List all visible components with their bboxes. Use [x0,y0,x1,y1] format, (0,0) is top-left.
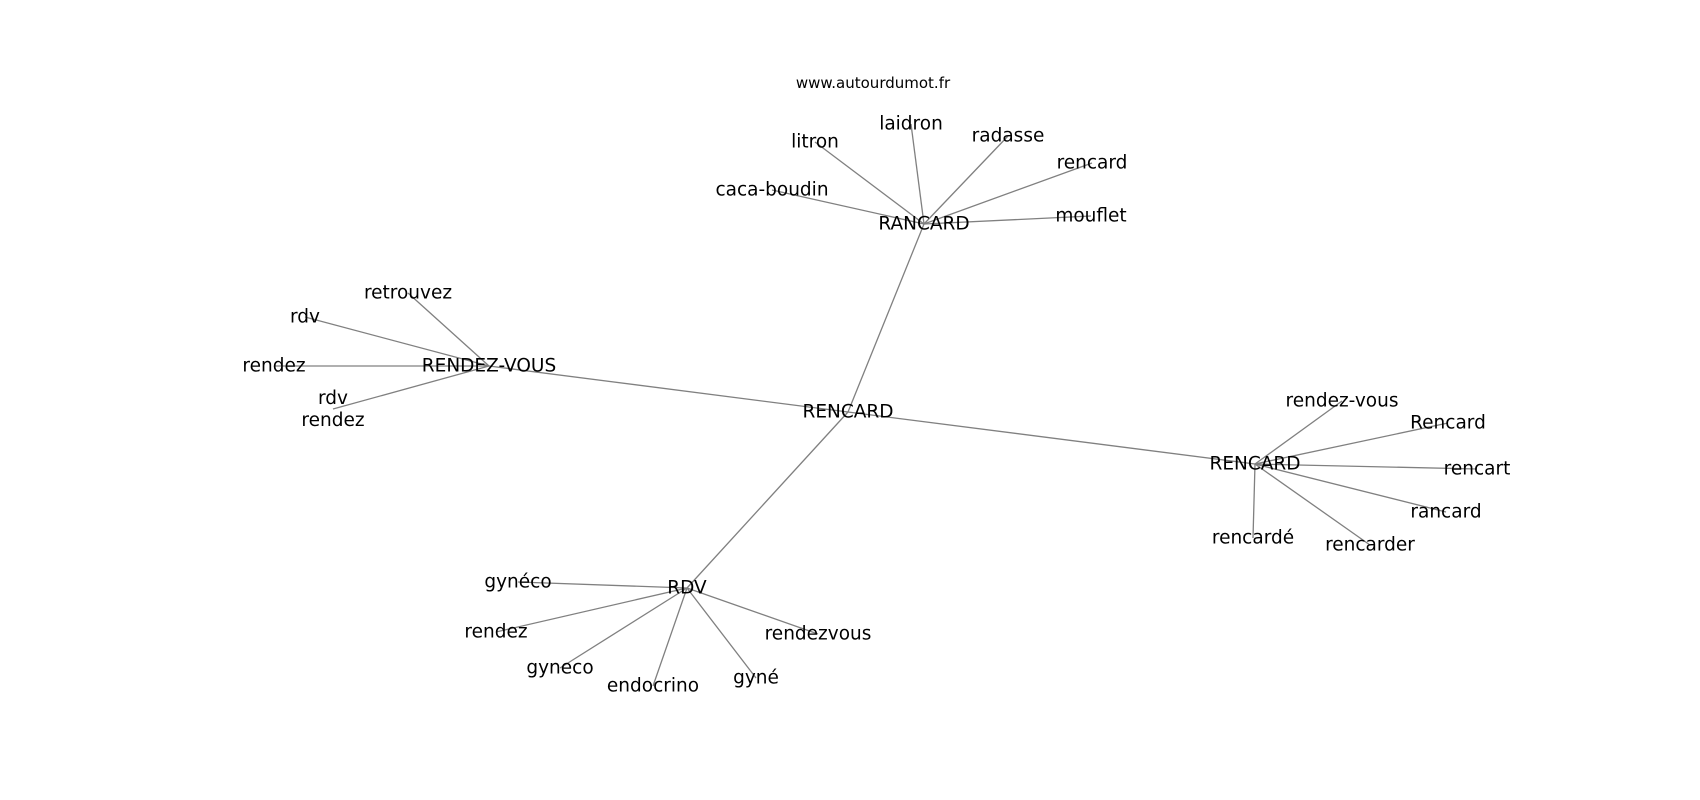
edge-center-to-rendez-vous [488,365,849,413]
edge-rencard-right-to-rencarde [1252,463,1256,539]
leaf-node-laidron: laidron [879,114,943,135]
edge-rencard-right-to-rendez-vous [1254,400,1343,465]
edge-rancard-to-laidron [910,123,925,225]
leaf-node-rencarde: rencardé [1212,528,1294,549]
leaf-node-mouflet: mouflet [1055,206,1126,227]
edge-center-to-rencard-right [847,411,1256,465]
edge-rdv-to-endocrino [652,587,688,687]
leaf-node-rendez: rendez [242,356,305,377]
edge-rancard-to-radasse [923,135,1009,225]
hub-node-rendez-vous: RENDEZ-VOUS [422,356,556,377]
leaf-node-rencard: rencard [1057,153,1128,174]
leaf-node-litron: litron [791,132,839,153]
edge-rencard-right-to-rancard [1254,463,1447,513]
graph-edges [274,123,1478,687]
edge-rencard-right-to-rencard [1254,422,1449,465]
hub-node-rencard-right: RENCARD [1209,454,1300,475]
edge-rancard-to-caca-boudin [771,189,925,225]
edge-center-to-rdv [686,411,849,589]
leaf-node-caca-boudin: caca-boudin [715,180,828,201]
leaf-node-endocrino: endocrino [607,676,699,697]
edge-rendez-vous-to-retrouvez [407,292,490,367]
leaf-node-gyne: gyné [733,668,779,689]
source-watermark: www.autourdumot.fr [796,74,951,92]
leaf-node-rendezvous: rendezvous [765,624,872,645]
edge-rdv-to-gyne [686,587,757,679]
leaf-node-gyneco: gyneco [526,658,593,679]
hub-node-rdv: RDV [667,578,707,599]
leaf-node-rendez: rendez [464,622,527,643]
edge-rancard-to-litron [814,141,925,225]
leaf-node-retrouvez: retrouvez [364,283,452,304]
edge-center-to-rancard [847,223,925,413]
leaf-node-rendez-vous: rendez-vous [1286,391,1399,412]
edge-rdv-to-rendez [495,587,688,633]
edge-rdv-to-gyneco [517,581,688,589]
edge-rdv-to-gyneco [559,587,688,669]
hub-node-rancard: RANCARD [878,214,969,235]
edge-rencard-right-to-rencart [1254,463,1478,470]
leaf-node-rencarder: rencarder [1325,535,1415,556]
edge-rendez-vous-to-rdv-rendez [332,365,490,410]
leaf-node-radasse: radasse [972,126,1045,147]
leaf-node-rancard: rancard [1410,502,1481,523]
edge-rencard-right-to-rencarder [1254,463,1371,546]
center-node-label: RENCARD [802,402,893,423]
leaf-node-gyneco: gynéco [484,572,551,593]
leaf-node-rencart: rencart [1444,459,1511,480]
edge-rancard-to-rencard [923,162,1093,225]
edge-rendez-vous-to-rdv [304,316,490,367]
label-line: rendez [301,410,364,431]
edge-rancard-to-mouflet [923,215,1092,225]
label-line: rdv [318,388,348,409]
leaf-node-rdv: rdv [290,307,320,328]
edge-rdv-to-rendezvous [686,587,819,635]
leaf-node-rencard: Rencard [1410,413,1486,434]
